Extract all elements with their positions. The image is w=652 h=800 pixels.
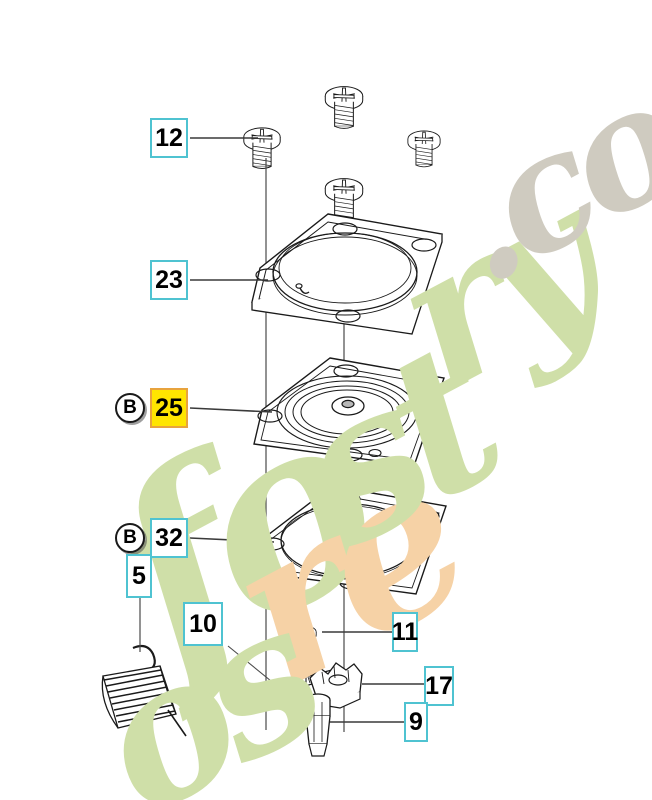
leader-part-25 <box>189 407 273 413</box>
badge-b-part-25: B <box>115 393 145 423</box>
callout-part-9[interactable]: 9 <box>404 702 428 742</box>
callout-part-32[interactable]: 32 <box>150 518 188 558</box>
part-coil-spring <box>101 644 187 737</box>
callout-part-12[interactable]: 12 <box>150 118 188 158</box>
screw-top-center <box>324 86 364 129</box>
part-metering-diaphragm <box>253 357 445 467</box>
callout-part-25[interactable]: 25 <box>150 388 188 428</box>
badge-b-part-32: B <box>115 523 145 553</box>
leader-part-10 <box>227 645 288 695</box>
screw-right <box>407 130 441 168</box>
callout-label-9: 9 <box>409 707 423 736</box>
badge-b-label-25: B <box>123 397 137 418</box>
callout-part-10[interactable]: 10 <box>183 602 223 646</box>
callout-label-25: 25 <box>155 393 183 422</box>
callout-label-32: 32 <box>155 523 183 552</box>
callout-label-23: 23 <box>155 265 183 294</box>
callout-part-11[interactable]: 11 <box>392 612 418 652</box>
screw-left <box>243 127 281 170</box>
part-lever-screw <box>289 624 317 652</box>
callout-part-17[interactable]: 17 <box>424 666 454 706</box>
callout-label-11: 11 <box>391 617 419 646</box>
leader-part-32 <box>189 537 275 543</box>
part-inlet-needle-valve <box>305 674 331 757</box>
callout-label-10: 10 <box>189 609 217 638</box>
part-flat-gasket <box>255 485 447 595</box>
badge-b-label-32: B <box>123 527 137 548</box>
callout-part-23[interactable]: 23 <box>150 260 188 300</box>
callout-part-5[interactable]: 5 <box>126 554 152 598</box>
callout-label-5: 5 <box>132 561 146 590</box>
part-pump-cover-plate <box>251 213 443 335</box>
callout-label-12: 12 <box>155 123 183 152</box>
callout-label-17: 17 <box>425 671 453 700</box>
